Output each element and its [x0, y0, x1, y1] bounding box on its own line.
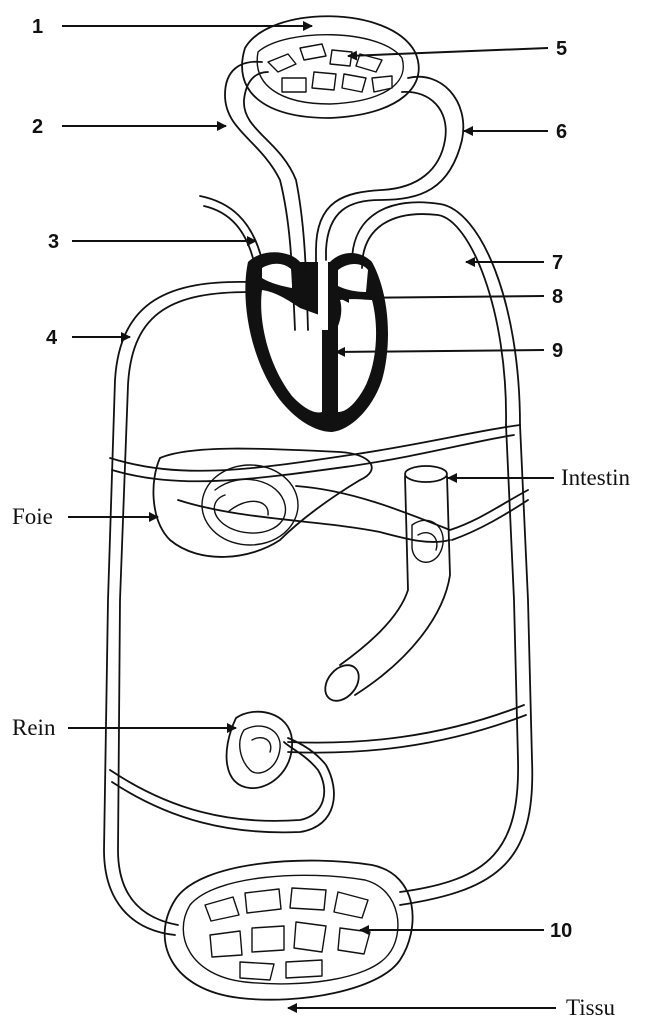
kidney-circuit — [110, 705, 526, 832]
label-10: 10 — [550, 920, 572, 942]
systemic-vein-left — [104, 282, 250, 935]
label-tissu: Tissu — [566, 995, 616, 1020]
label-9: 9 — [552, 340, 563, 362]
label-8: 8 — [552, 286, 563, 308]
label-7: 7 — [552, 252, 563, 274]
label-3: 3 — [48, 231, 59, 253]
heart — [245, 252, 388, 432]
label-5: 5 — [556, 38, 567, 60]
label-foie: Foie — [12, 504, 53, 529]
label-2: 2 — [32, 116, 43, 138]
label-4: 4 — [46, 327, 58, 349]
intestine — [318, 466, 450, 707]
label-intestin: Intestin — [561, 465, 630, 490]
label-1: 1 — [32, 16, 43, 38]
liver-intestine-circuit — [110, 425, 528, 557]
label-rein: Rein — [12, 715, 56, 740]
lung-capillary-bed — [242, 16, 419, 118]
kidney-outline — [227, 712, 293, 788]
systemic-artery-right — [400, 425, 532, 905]
label-6: 6 — [556, 121, 567, 143]
